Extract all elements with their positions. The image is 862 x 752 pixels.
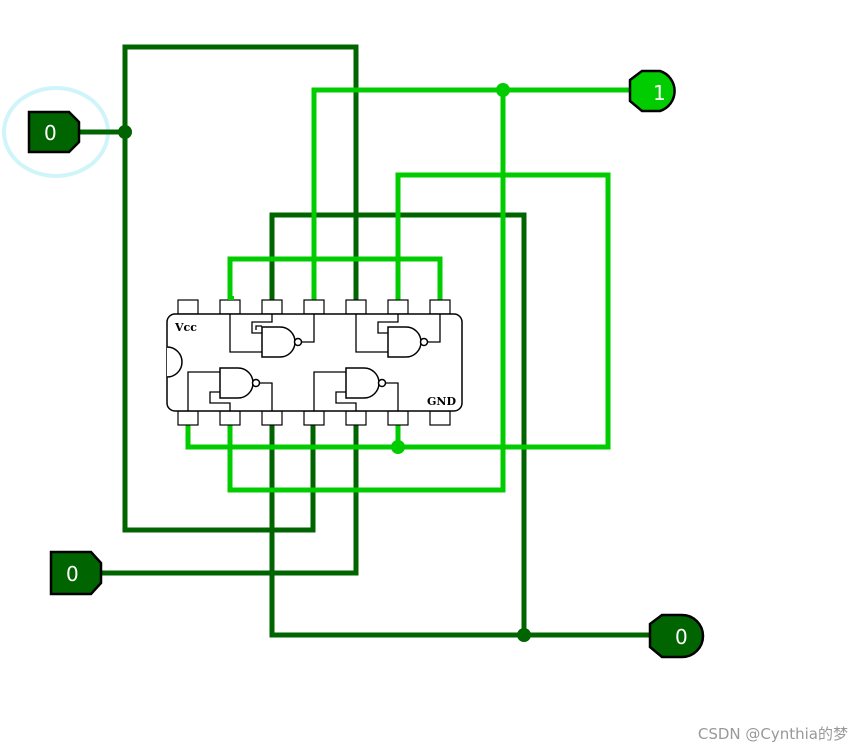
chip-notch xyxy=(166,346,183,378)
input-b-value: 0 xyxy=(66,562,79,586)
input-a[interactable]: 0 xyxy=(27,110,81,154)
input-a-value: 0 xyxy=(44,121,57,145)
input-b[interactable]: 0 xyxy=(49,550,103,596)
wire-a-to-pin12[interactable] xyxy=(77,44,359,303)
pin-6[interactable] xyxy=(387,410,409,426)
wire-a-loop[interactable] xyxy=(122,129,316,533)
output-2[interactable]: 0 xyxy=(648,613,705,659)
nand-chip[interactable]: Vcc GND xyxy=(166,296,463,426)
pin-14[interactable] xyxy=(177,299,199,315)
wire-b-to-pin5[interactable] xyxy=(97,417,359,576)
junction-a xyxy=(118,125,132,139)
junctions xyxy=(118,83,531,642)
output-1-body[interactable] xyxy=(628,69,676,113)
pin-cap-14 xyxy=(228,296,234,300)
output-1-value: 1 xyxy=(653,81,666,105)
gnd-label: GND xyxy=(427,395,456,408)
pin-9[interactable] xyxy=(387,299,409,315)
wire-out1-drop[interactable] xyxy=(227,87,506,493)
pin-12[interactable] xyxy=(261,299,283,315)
junction-pin6 xyxy=(391,440,405,454)
gate-upper-left xyxy=(229,314,315,358)
pin-10[interactable] xyxy=(345,299,367,315)
pin-2[interactable] xyxy=(219,410,241,426)
wire-out1-top[interactable] xyxy=(311,87,633,303)
gate-upper-right xyxy=(355,314,441,358)
input-b-body[interactable] xyxy=(49,550,103,596)
junction-out2 xyxy=(517,628,531,642)
pin-4[interactable] xyxy=(303,410,325,426)
pin-8[interactable] xyxy=(429,299,451,315)
wire-pin10-loop[interactable] xyxy=(185,172,611,450)
output-2-value: 0 xyxy=(675,625,688,649)
gate-lower-left xyxy=(187,367,273,411)
wire-vcc-tie[interactable] xyxy=(227,256,443,303)
output-1[interactable]: 1 xyxy=(628,69,676,113)
pin-3[interactable] xyxy=(261,410,283,426)
watermark: CSDN @Cynthia的梦 xyxy=(697,725,848,743)
pin-5[interactable] xyxy=(345,410,367,426)
pin-1[interactable] xyxy=(177,410,199,426)
pin-13[interactable] xyxy=(219,299,241,315)
input-a-body[interactable] xyxy=(27,110,81,154)
wire-out2-bus[interactable] xyxy=(269,417,653,638)
vcc-label: Vcc xyxy=(174,321,197,334)
output-2-body[interactable] xyxy=(648,613,705,659)
junction-out1 xyxy=(496,83,510,97)
gate-lower-right xyxy=(313,367,399,411)
pin-7[interactable] xyxy=(429,410,451,426)
high-wires xyxy=(185,87,633,493)
pin-11[interactable] xyxy=(303,299,325,315)
